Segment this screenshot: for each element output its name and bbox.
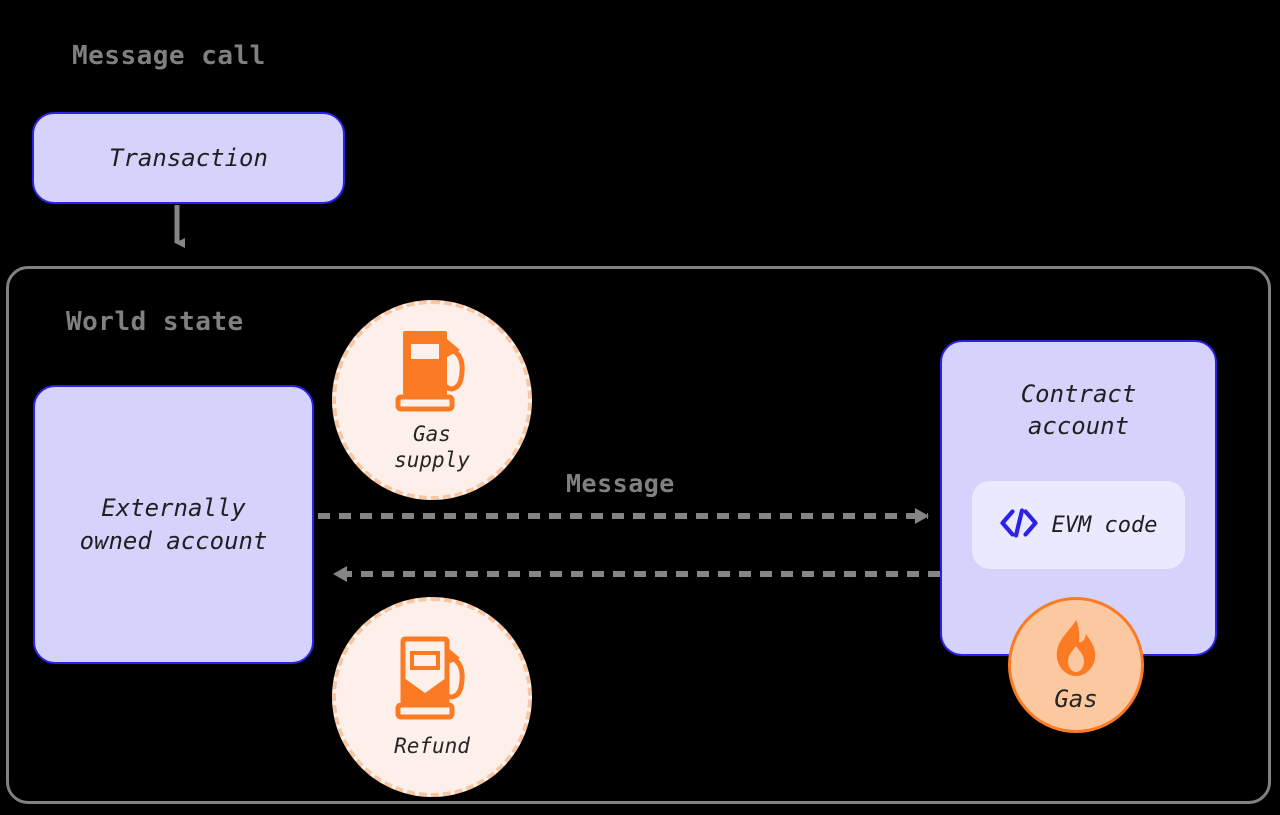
externally-owned-account-node[interactable]: Externally owned account: [33, 385, 314, 664]
gas-supply-node[interactable]: Gas supply: [332, 300, 532, 500]
evm-code-label: EVM code: [1051, 512, 1158, 538]
transaction-node[interactable]: Transaction: [32, 112, 345, 204]
evm-code-pill[interactable]: EVM code: [972, 481, 1185, 569]
world-state-heading: World state: [66, 307, 244, 337]
world-state-container: [6, 266, 1271, 804]
message-edge-label: Message: [566, 469, 675, 498]
gas-label: Gas: [1054, 684, 1098, 713]
flame-icon: [1047, 618, 1105, 684]
transaction-label: Transaction: [109, 143, 268, 172]
message-call-heading: Message call: [72, 41, 266, 71]
refund-label: Refund: [394, 733, 470, 758]
gas-node[interactable]: Gas: [1008, 597, 1144, 733]
gas-pump-partial-icon: [392, 635, 472, 725]
refund-node[interactable]: Refund: [332, 597, 532, 797]
code-brackets-icon: [999, 508, 1038, 542]
contract-account-label: Contract account: [1020, 380, 1137, 441]
externally-owned-account-label: Externally owned account: [79, 494, 268, 555]
gas-supply-label: Gas supply: [394, 421, 470, 472]
gas-pump-full-icon: [392, 327, 472, 417]
